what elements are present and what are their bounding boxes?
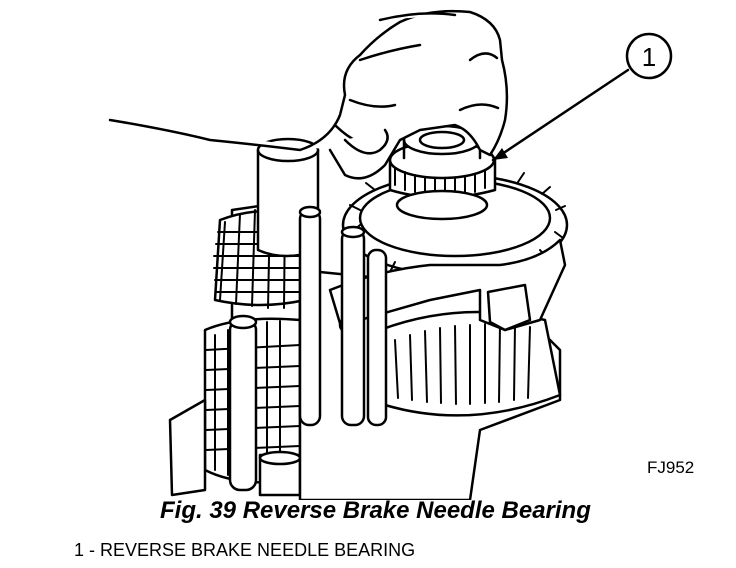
figure-code: FJ952 [647,458,695,477]
callout-number: 1 [642,42,656,72]
technician-hand [108,9,509,180]
transmission-gear-illustration: 1 [108,9,673,500]
legend-item: 1 - REVERSE BRAKE NEEDLE BEARING [74,540,416,560]
figure-caption: Fig. 39 Reverse Brake Needle Bearing [160,497,591,524]
reverse-brake-needle-bearing [388,124,497,221]
callout-circle [625,32,673,80]
callout-leader [491,68,630,162]
central-housing [298,163,569,500]
